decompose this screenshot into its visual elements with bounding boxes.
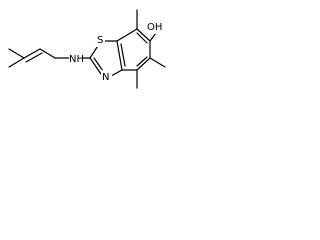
bond-c2-n: [89, 57, 102, 75]
bond-methyl-upper: [8, 48, 25, 59]
bond-c3a-c7a-second: [120, 43, 126, 67]
sulfur-label: S: [97, 35, 103, 46]
bond-c6-oh: [149, 32, 157, 42]
bond-ch2: [39, 48, 56, 59]
bond-c7-c6-second: [136, 32, 148, 44]
bond-lines: [8, 9, 166, 89]
ring-nitrogen-label: N: [102, 72, 109, 83]
bond-methyl-c5: [149, 57, 166, 68]
bond-methyl-lower: [8, 57, 25, 68]
atom-labels: OH S N NH: [69, 21, 167, 83]
bond-c3a-c7a: [116, 40, 123, 71]
bond-c5-c4-second: [136, 56, 148, 67]
bond-c2-n-second: [93, 57, 104, 72]
bond-alkene: [23, 48, 41, 59]
bond-c7-c6: [136, 28, 151, 42]
bond-n-c3a: [110, 69, 123, 77]
bond-c5-c4: [136, 57, 151, 71]
molecule-structure-diagram: OH S N NH: [8, 9, 167, 89]
bond-alkene-second: [25, 52, 43, 63]
amine-nh-label: NH: [69, 54, 84, 65]
bond-c7a-c7: [116, 28, 138, 42]
hydroxyl-label: OH: [147, 22, 162, 33]
